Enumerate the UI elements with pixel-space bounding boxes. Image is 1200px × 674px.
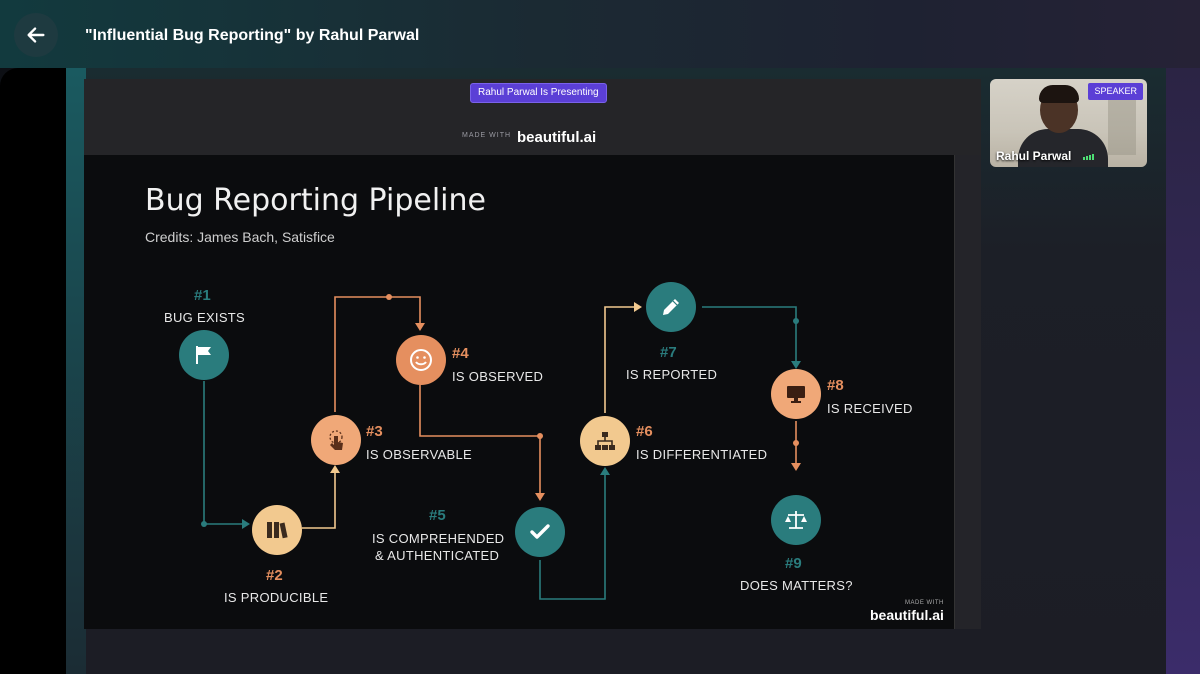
step-3-number: #3 [366, 423, 383, 440]
step-2-number: #2 [266, 567, 283, 584]
step-9-number: #9 [785, 555, 802, 572]
back-button[interactable] [14, 13, 58, 57]
made-with-label: MADE WITH [462, 132, 512, 139]
step-2-node [252, 505, 302, 555]
step-2-label: IS PRODUCIBLE [224, 590, 329, 605]
pencil-icon [663, 299, 679, 315]
step-6-number: #6 [636, 423, 653, 440]
step-8-label: IS RECEIVED [827, 401, 913, 416]
step-9-node [771, 495, 821, 545]
step-5-node [515, 507, 565, 557]
header-bar: "Influential Bug Reporting" by Rahul Par… [0, 0, 1200, 68]
books-icon [267, 522, 288, 539]
brand-logo: beautiful.ai [517, 129, 597, 146]
monitor-icon [787, 386, 805, 403]
footer-made-with: MADE WITH [905, 600, 944, 606]
slide-title: Bug Reporting Pipeline [145, 183, 486, 218]
session-title: "Influential Bug Reporting" by Rahul Par… [85, 27, 420, 44]
slide-subtitle: Credits: James Bach, Satisfice [145, 229, 335, 245]
step-8-node [771, 369, 821, 419]
step-7-label: IS REPORTED [626, 367, 718, 382]
checkmark-icon [530, 524, 550, 539]
step-4-node [396, 335, 446, 385]
smiley-icon [410, 349, 432, 371]
step-6-node [580, 416, 630, 466]
step-8-number: #8 [827, 377, 844, 394]
step-4-label: IS OBSERVED [452, 369, 544, 384]
step-4-number: #4 [452, 345, 469, 362]
audio-level-icon [1083, 154, 1094, 160]
presenting-badge: Rahul Parwal Is Presenting [470, 83, 607, 103]
scales-icon [785, 511, 807, 529]
step-5-label-line1: IS COMPREHENDED [372, 531, 505, 546]
hand-pointer-icon [329, 430, 343, 450]
speaker-video-tile[interactable]: SPEAKER Rahul Parwal [990, 79, 1147, 167]
step-1-node [179, 330, 229, 380]
step-9-label: DOES MATTERS? [740, 578, 853, 593]
flag-icon [196, 346, 211, 364]
presentation-slide: Bug Reporting Pipeline Credits: James Ba… [84, 155, 955, 629]
step-6-label: IS DIFFERENTIATED [636, 447, 768, 462]
step-3-label: IS OBSERVABLE [366, 447, 473, 462]
step-7-number: #7 [660, 344, 677, 361]
hierarchy-icon [595, 432, 615, 450]
speaker-name: Rahul Parwal [996, 149, 1072, 163]
step-7-node [646, 282, 696, 332]
pipeline-connectors [201, 294, 801, 600]
step-1-number: #1 [194, 287, 211, 304]
screen-share-panel: Rahul Parwal Is Presenting MADE WITH bea… [84, 79, 981, 629]
step-1-label: BUG EXISTS [164, 310, 246, 325]
step-5-label-line2: & AUTHENTICATED [375, 548, 500, 563]
footer-brand-logo: beautiful.ai [870, 607, 944, 623]
speaker-badge: SPEAKER [1088, 83, 1143, 100]
step-5-number: #5 [429, 507, 446, 524]
step-3-node [311, 415, 361, 465]
arrow-left-icon [27, 27, 45, 43]
